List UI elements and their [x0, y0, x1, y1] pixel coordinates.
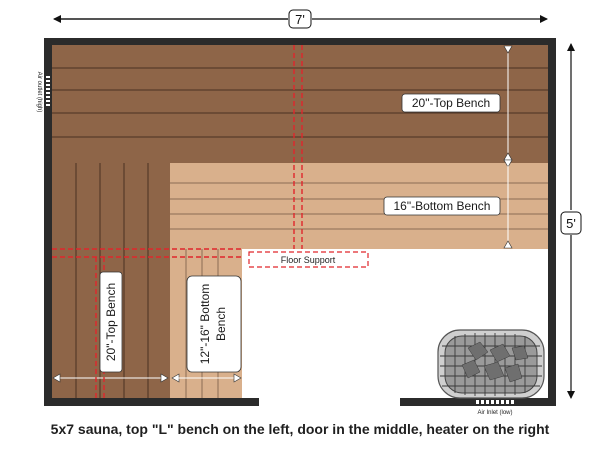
- sauna-floor-plan: 7' 5': [36, 9, 582, 416]
- top-bench-left-label-box: 20"-Top Bench: [99, 271, 123, 373]
- bottom-bench-back-label: 16"-Bottom Bench: [394, 199, 491, 213]
- wall-right: [548, 38, 556, 406]
- air-outlet-vent: Air outlet (high): [36, 72, 52, 113]
- width-dimension: 7': [53, 9, 548, 29]
- floor-support-label-box: Floor Support: [248, 251, 369, 268]
- figure-caption: 5x7 sauna, top "L" bench on the left, do…: [50, 421, 550, 437]
- wall-top: [44, 38, 556, 45]
- height-dimension: 5': [560, 43, 582, 399]
- air-outlet-label: Air outlet (high): [36, 72, 42, 113]
- floor-support-lines: [52, 45, 303, 398]
- width-label: 7': [295, 12, 305, 27]
- top-bench-back-label: 20"-Top Bench: [412, 96, 490, 110]
- top-bench-left-depth-marker: [52, 373, 242, 383]
- bottom-bench-left-label-line1: 12"-16" Bottom: [198, 284, 212, 365]
- air-inlet-vent: Air Inlet (low): [476, 400, 514, 416]
- top-bench-back-slats: [52, 67, 548, 138]
- top-bench-back-label-box: 20"-Top Bench: [401, 93, 501, 113]
- wall-left: [44, 38, 52, 406]
- air-inlet-label: Air Inlet (low): [477, 410, 512, 416]
- bottom-bench-back-label-box: 16"-Bottom Bench: [383, 196, 501, 216]
- floor-support-label: Floor Support: [281, 255, 336, 265]
- height-label: 5': [566, 216, 576, 231]
- wall-bottom-left: [44, 398, 259, 406]
- top-bench-back-depth-marker: [503, 45, 513, 249]
- bottom-bench-left-label-line2: Bench: [214, 307, 228, 341]
- heater-icon: [437, 329, 545, 399]
- top-bench-left-label: 20"-Top Bench: [104, 283, 118, 361]
- bottom-bench-left-label-box: 12"-16" Bottom Bench: [186, 275, 242, 373]
